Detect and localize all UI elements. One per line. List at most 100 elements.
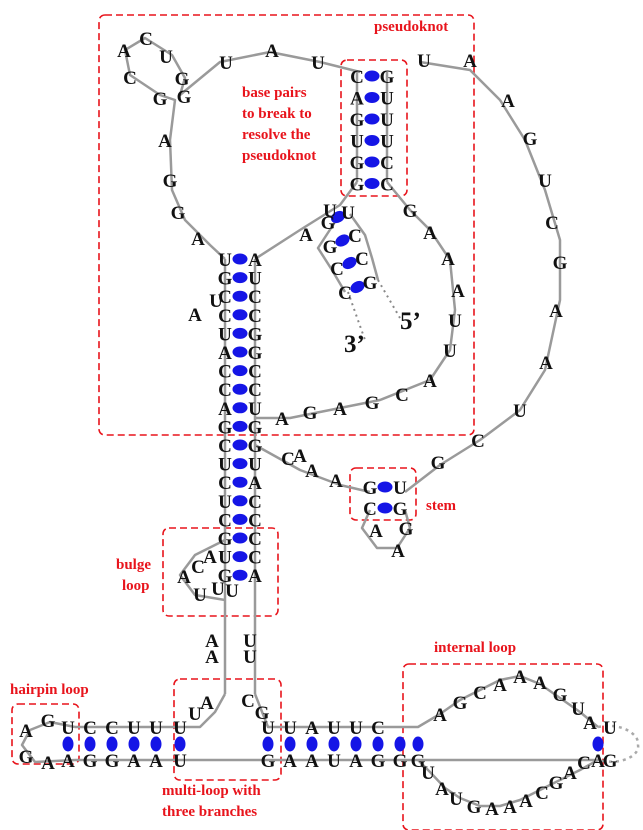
helix-main-right-base: G (248, 436, 263, 457)
hairpin-loop-base: G (41, 711, 56, 732)
right-loop-base: A (423, 371, 437, 392)
right-arc-base: G (553, 253, 568, 274)
internal-bottom-base: C (577, 753, 591, 774)
helix-main-right-base: U (248, 455, 262, 476)
stem-base: C (363, 499, 377, 520)
pk-left-base: C (350, 67, 364, 88)
horizontal-top-base: A (305, 718, 319, 739)
label-internal-loop: internal loop (434, 640, 516, 656)
helix-main-pair (232, 327, 248, 339)
stem-base: G (393, 499, 408, 520)
horizontal-top-base: U (61, 718, 75, 739)
right-loop-base: G (403, 201, 418, 222)
extra-base: A (200, 693, 214, 714)
left-loop-base: A (191, 229, 205, 250)
inner-helix-outer-base: C (355, 249, 369, 270)
horizontal-bottom-base: G (83, 751, 98, 772)
pk-pair (364, 178, 380, 189)
helix-main-pair (232, 346, 248, 358)
right-arc-base: A (539, 353, 553, 374)
backbone-segment (348, 213, 380, 281)
inner-helix-outer-base: G (363, 273, 378, 294)
helix-main-pair (232, 458, 248, 470)
pk-left-base: A (350, 89, 364, 110)
region-box-bulge-loop (162, 527, 279, 617)
cluster-base: G (177, 87, 192, 108)
backbone-segment (417, 758, 599, 808)
horizontal-pair (350, 736, 362, 752)
horizontal-pair (128, 736, 140, 752)
left-loop-base: U (209, 291, 223, 312)
helix-main-right-base: U (248, 269, 262, 290)
pk-right-base: C (380, 153, 394, 174)
right-loop-base: C (395, 385, 409, 406)
three-prime-end-label: 3’ (344, 331, 365, 358)
internal-top-base: G (453, 693, 468, 714)
right-loop-base: A (275, 409, 289, 430)
horizontal-pair (328, 736, 340, 752)
horizontal-top-base: U (327, 718, 341, 739)
horizontal-bottom-base: G (393, 751, 408, 772)
extra-base: U (603, 718, 617, 739)
region-box-hairpin-loop (11, 703, 80, 765)
extra-base: C (241, 691, 255, 712)
inner-helix-pair (350, 280, 365, 294)
region-boxes (11, 14, 604, 830)
label-multiloop-1: multi-loop with (162, 783, 261, 799)
internal-bottom-base: A (435, 779, 449, 800)
right-arc-base: A (549, 301, 563, 322)
hairpin-loop-base: G (19, 747, 34, 768)
extra-base: A (205, 647, 219, 668)
helix-main-right-base: C (248, 380, 262, 401)
right-arc-base: C (471, 431, 485, 452)
backbone-segment (179, 50, 361, 96)
pk-pair (364, 156, 380, 168)
horizontal-top-base: C (105, 718, 119, 739)
top-strand-base: A (265, 41, 279, 62)
left-loop-base: A (188, 305, 202, 326)
internal-top-base: A (513, 667, 527, 688)
horizontal-pair (284, 736, 296, 752)
horizontal-top-base: U (349, 718, 363, 739)
horizontal-bottom-base: U (327, 751, 341, 772)
junction-base: C (281, 449, 295, 470)
stem-pair (377, 502, 393, 514)
helix-main-right-base: C (248, 287, 262, 308)
internal-end-pair (592, 736, 604, 752)
helix-main-right-base: G (248, 417, 263, 438)
horizontal-bottom-base: G (261, 751, 276, 772)
helix-main-pair (232, 290, 248, 302)
internal-bottom-base: A (485, 799, 499, 820)
horizontal-pair (62, 736, 74, 752)
internal-bottom-base: A (503, 797, 517, 818)
junction-base: C (191, 557, 205, 578)
helix-main-right-base: U (248, 399, 262, 420)
horizontal-pair (150, 736, 162, 752)
region-box-base-pairs (340, 59, 408, 197)
extra-base: G (603, 751, 618, 772)
pk-pair (364, 92, 380, 103)
helix-main-left-base: C (218, 436, 232, 457)
left-loop-base: U (323, 201, 337, 222)
internal-bottom-base: A (591, 751, 605, 772)
horizontal-bottom-base: A (149, 751, 163, 772)
pk-right-base: U (380, 110, 394, 131)
internal-top-base: G (553, 685, 568, 706)
internal-bottom-base: A (563, 763, 577, 784)
helix-main-left-base: C (218, 510, 232, 531)
helix-main-pair (232, 532, 248, 544)
internal-top-base: C (473, 683, 487, 704)
backbone-segment (254, 181, 359, 261)
inner-helix-inner-base: C (338, 283, 352, 304)
horizontal-top-base: C (83, 718, 97, 739)
helix-main-pair (232, 272, 248, 284)
top-strand-base: A (463, 51, 477, 72)
label-base-pairs-3: resolve the (242, 127, 311, 143)
stem-pair (377, 481, 393, 493)
helix-main-right-base: C (248, 510, 262, 531)
backbone-segment (404, 60, 562, 493)
horizontal-pair (106, 736, 118, 752)
annotation-labels: pseudoknot base pairs to break to resolv… (10, 19, 516, 820)
horizontal-bottom-base: U (173, 751, 187, 772)
helix-main-pair (232, 439, 248, 451)
